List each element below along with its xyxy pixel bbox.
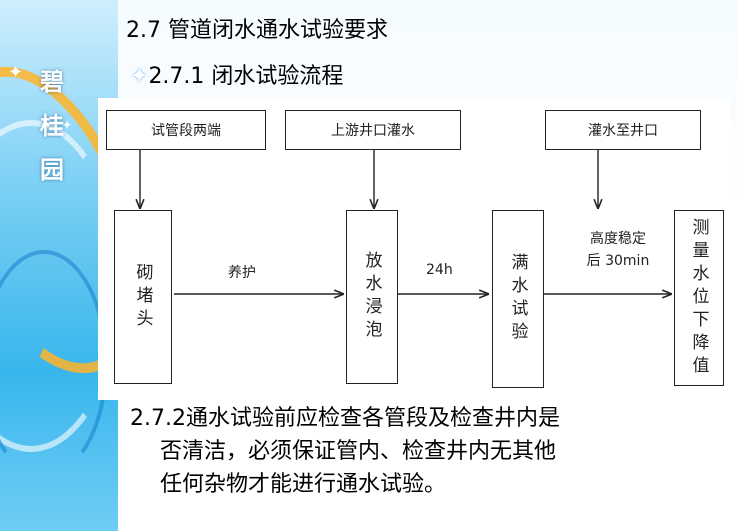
- flow-step-measure-drop: 测量水位下降值: [674, 210, 724, 386]
- flow-box-upstream-fill: 上游井口灌水: [285, 110, 461, 150]
- section-title: 2.7 管道闭水通水试验要求: [126, 18, 388, 43]
- edge-label-curing: 养护: [228, 265, 256, 281]
- flow-step-soak: 放水浸泡: [346, 210, 398, 384]
- flow-step-plug: 砌堵头: [114, 210, 172, 384]
- flow-box-test-section-ends: 试管段两端: [106, 110, 266, 150]
- flow-diagram: 试管段两端 上游井口灌水 灌水至井口 砌堵头 放水浸泡 满水试验 测量水位下降值…: [98, 98, 730, 400]
- paragraph-line: 任何杂物才能进行通水试验。: [160, 472, 447, 497]
- brand-logo-text: 碧桂园: [40, 68, 64, 184]
- paragraph-line: 否清洁，必须保证管内、检查井内无其他: [160, 439, 557, 464]
- subsection-title: ✦2.7.1 闭水试验流程: [130, 64, 344, 89]
- edge-label-stable-height: 高度稳定 后 30min: [586, 231, 650, 269]
- sparkle-icon: ✦: [62, 118, 73, 132]
- star-bullet-icon: ✦: [130, 64, 149, 89]
- flow-box-fill-to-well: 灌水至井口: [545, 110, 701, 150]
- edge-label-24h: 24h: [426, 262, 453, 278]
- requirement-paragraph: 2.7.2通水试验前应检查各管段及检查井内是 否清洁，必须保证管内、检查井内无其…: [130, 402, 730, 501]
- paragraph-line: 2.7.2通水试验前应检查各管段及检查井内是: [130, 406, 560, 431]
- flow-arrows: [98, 150, 730, 400]
- flow-step-full-water-test: 满水试验: [492, 210, 544, 388]
- sparkle-icon: ✦: [8, 62, 24, 83]
